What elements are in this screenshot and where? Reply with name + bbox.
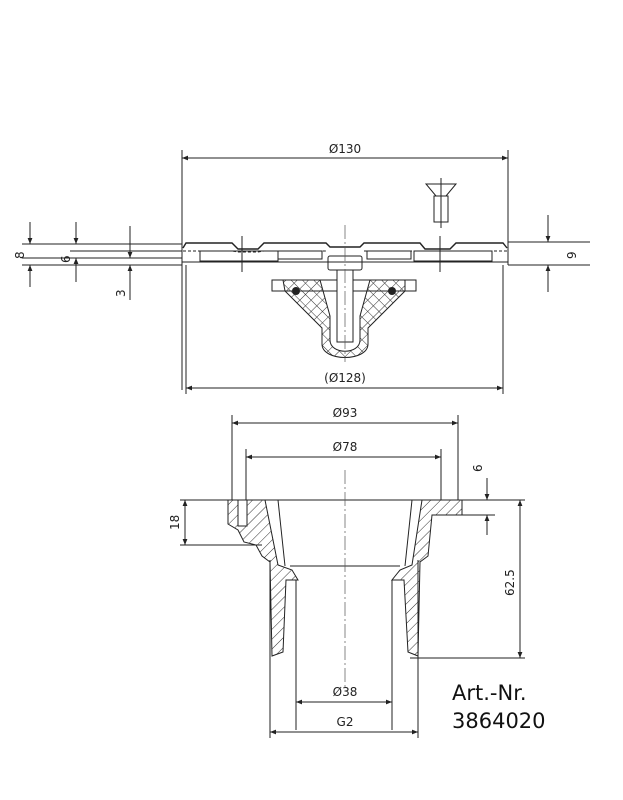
dim-h8: 8 [13,251,27,259]
article-label: Art.-Nr. [452,681,527,705]
dim-d130: Ø130 [329,142,361,156]
dim-h62-5: 62.5 [503,569,517,596]
dim-h18: 18 [168,515,182,530]
dim-h9: 9 [565,251,579,259]
article-number: 3864020 [452,709,546,733]
dim-thread-g2: G2 [337,715,354,729]
top-view: Ø130 8 6 3 9 [13,142,590,394]
dim-d38: Ø38 [333,685,358,699]
dim-h3: 3 [114,289,128,297]
dim-d128: (Ø128) [324,371,366,385]
section-view: Ø93 Ø78 18 6 62.5 Ø38 G [168,406,525,738]
screw-icon [424,178,458,228]
dim-d78: Ø78 [333,440,358,454]
dim-d93: Ø93 [333,406,358,420]
dim-h6-top: 6 [59,255,73,263]
dim-h6-section: 6 [471,464,485,472]
funnel-body [271,269,417,358]
